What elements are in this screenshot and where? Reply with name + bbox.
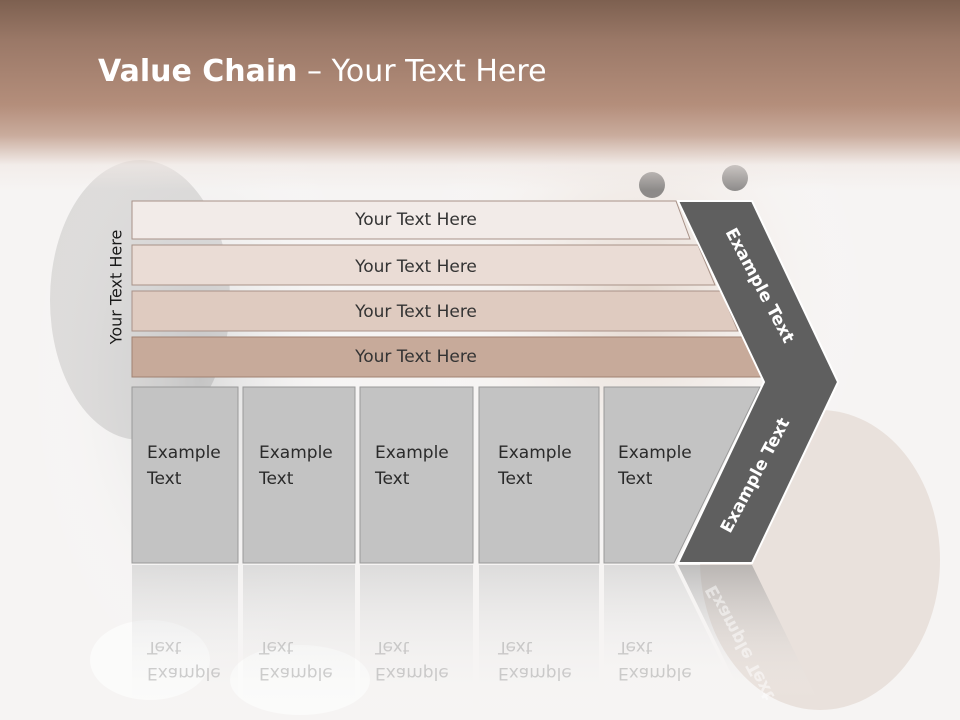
column-5-reflection <box>604 565 740 700</box>
column-3-reflection <box>360 565 473 720</box>
support-row-2-shape <box>131 244 716 286</box>
support-row-1-shape <box>131 200 691 240</box>
columns-reflection: Example Text <box>132 565 818 720</box>
reflection-5-line2: Text <box>618 637 653 657</box>
primary-column-4-line1: Example <box>498 443 572 463</box>
support-row-3-label: Your Text Here <box>354 302 477 322</box>
primary-column-5-text-reflection: Example Text <box>618 634 692 686</box>
primary-column-2 <box>242 386 356 564</box>
primary-column-2-text-reflection: Example Text <box>259 634 333 686</box>
support-row-4-label: Your Text Here <box>354 347 477 367</box>
reflection-4-line1: Example <box>498 663 572 683</box>
reflection-2-line2: Text <box>259 637 294 657</box>
primary-column-2-line1: Example <box>259 443 333 463</box>
margin-chevron <box>676 200 840 564</box>
column-2-reflection <box>243 565 355 720</box>
support-row-4: Your Text Here <box>131 336 764 378</box>
primary-column-4-text-reflection: Example Text <box>498 634 572 686</box>
title-band <box>0 0 960 190</box>
column-1-reflection <box>132 565 238 720</box>
primary-column-2-line2: Text <box>259 469 294 489</box>
support-row-3-shape <box>131 290 739 332</box>
primary-column-4-line2: Text <box>498 469 533 489</box>
reflection-3-line2: Text <box>375 637 410 657</box>
reflection-2-line1: Example <box>259 663 333 683</box>
support-row-1: Your Text Here <box>131 200 691 240</box>
chevron-reflection <box>678 565 818 700</box>
primary-column-1-line1: Example <box>147 443 221 463</box>
primary-column-5 <box>603 386 761 564</box>
slide-title: Value Chain – Your Text Here <box>98 54 547 89</box>
column-4-reflection <box>479 565 599 720</box>
support-row-1-label: Your Text Here <box>354 210 477 230</box>
primary-column-2-text: Example Text <box>259 440 333 492</box>
primary-column-3-text-reflection: Example Text <box>375 634 449 686</box>
title-bold: Value Chain <box>98 54 298 89</box>
reflection-1-line1: Example <box>147 663 221 683</box>
reflection-3-line1: Example <box>375 663 449 683</box>
primary-column-5-text: Example Text <box>618 440 692 492</box>
primary-column-3-line1: Example <box>375 443 449 463</box>
primary-column-1-text: Example Text <box>147 440 221 492</box>
title-rest: – Your Text Here <box>297 54 547 89</box>
primary-column-3-line2: Text <box>375 469 410 489</box>
primary-column-5-line1: Example <box>618 443 692 463</box>
support-row-3: Your Text Here <box>131 290 739 332</box>
primary-column-1 <box>131 386 239 564</box>
reflection-5-line1: Example <box>618 663 692 683</box>
support-row-2-label: Your Text Here <box>354 257 477 277</box>
primary-column-4-text: Example Text <box>498 440 572 492</box>
primary-column-3-text: Example Text <box>375 440 449 492</box>
primary-column-1-text-reflection: Example Text <box>147 634 221 686</box>
primary-column-5-line2: Text <box>618 469 653 489</box>
support-row-2: Your Text Here <box>131 244 716 286</box>
primary-column-4 <box>478 386 600 564</box>
primary-column-3 <box>359 386 474 564</box>
reflection-4-line2: Text <box>498 637 533 657</box>
reflection-1-line2: Text <box>147 637 182 657</box>
primary-column-1-line2: Text <box>147 469 182 489</box>
